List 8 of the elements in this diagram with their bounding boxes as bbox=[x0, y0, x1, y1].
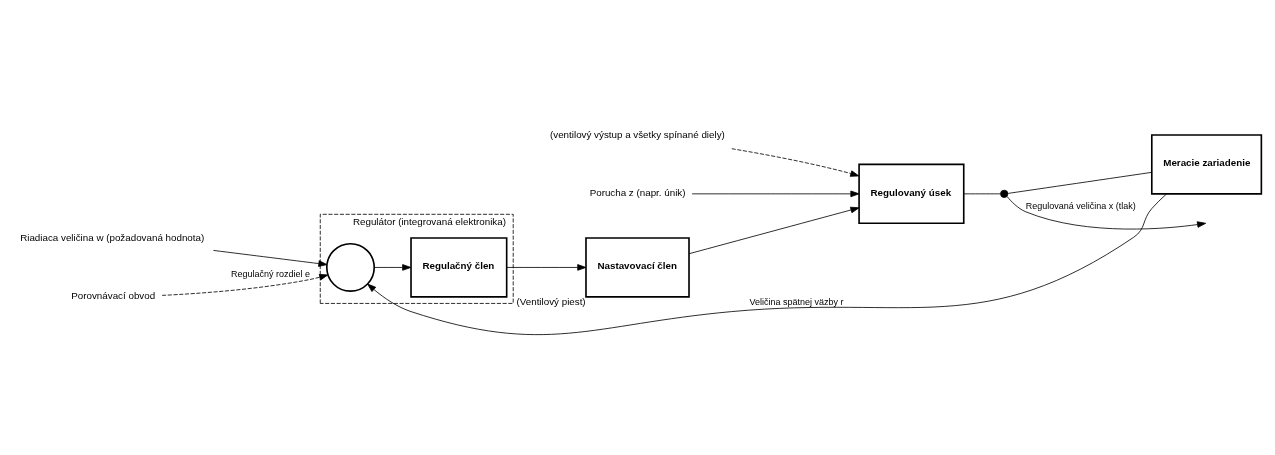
edge-label: Regulovaná veličina x (tlak) bbox=[1025, 201, 1136, 212]
edge-label: Regulačný rozdiel e bbox=[231, 269, 311, 280]
node-text: Riadiaca veličina w (požadovaná hodnota) bbox=[20, 231, 205, 243]
node-text: Porovnávací obvod bbox=[71, 290, 156, 302]
node-text: Porucha z (napr. únik) bbox=[589, 187, 686, 199]
node-text: (ventilový výstup a všetky spínané diely) bbox=[550, 128, 725, 140]
edge-label: Veličina spätnej väzby r bbox=[749, 296, 844, 307]
node-label: (Ventilový piest) bbox=[516, 295, 586, 307]
